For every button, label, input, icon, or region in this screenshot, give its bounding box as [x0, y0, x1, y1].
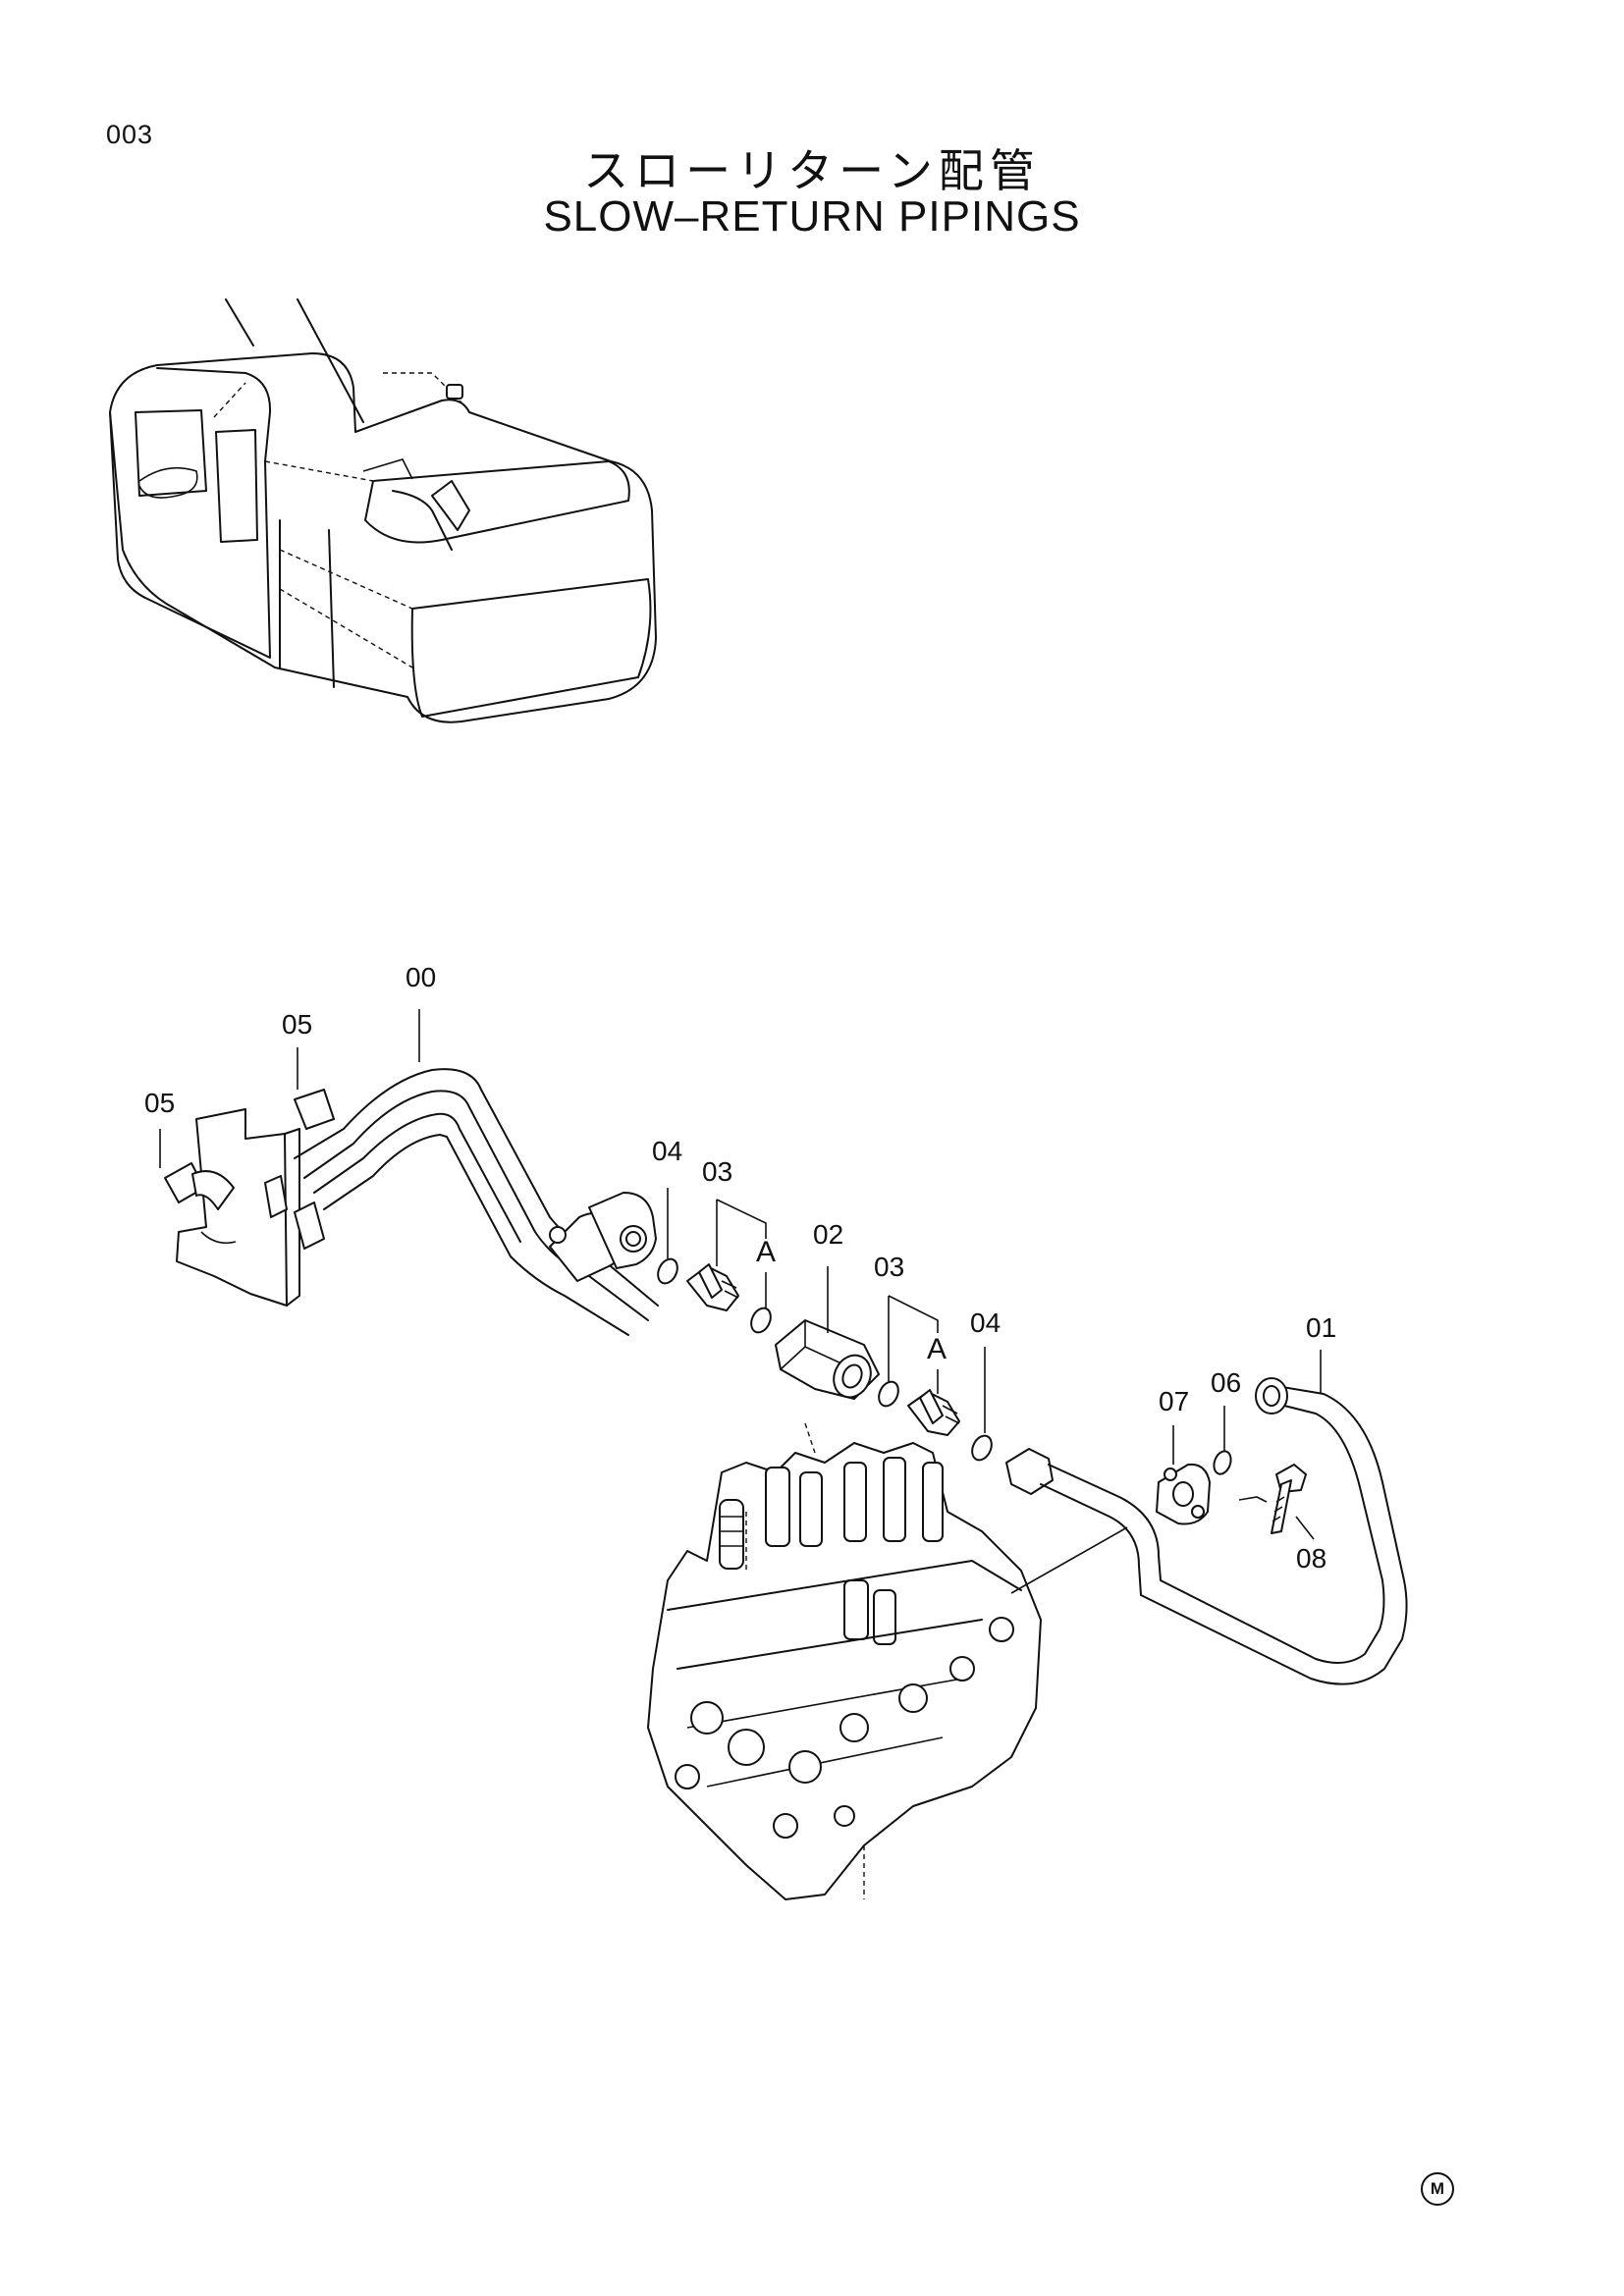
callout-04-right: 04 — [970, 1308, 1001, 1338]
callout-03-left: 03 — [702, 1156, 732, 1187]
page-number: 003 — [106, 120, 154, 149]
return-pipe-01 — [1005, 1377, 1408, 1685]
callout-01: 01 — [1306, 1312, 1336, 1343]
callout-08: 08 — [1296, 1543, 1326, 1574]
callout-03-right: 03 — [874, 1252, 904, 1282]
callout-04-left: 04 — [652, 1136, 682, 1166]
excavator-overview-illustration — [109, 298, 657, 723]
callout-07: 07 — [1159, 1386, 1189, 1416]
callout-05-left: 05 — [144, 1088, 175, 1118]
callout-05-upper: 05 — [282, 1009, 312, 1040]
hose-assembly-00 — [164, 1068, 659, 1336]
callout-06: 06 — [1211, 1367, 1241, 1398]
page-title-japanese: スローリターン配管 — [583, 144, 1041, 197]
callout-a-right: A — [927, 1333, 947, 1365]
callout-02: 02 — [813, 1219, 843, 1250]
check-valve-parts — [657, 1257, 993, 1462]
callout-00: 00 — [406, 962, 436, 992]
registered-mark-m: M — [1421, 2172, 1454, 2206]
callout-leaders — [159, 1009, 1322, 1540]
control-valve-illustration — [647, 1422, 1042, 1900]
page-title-english: SLOW–RETURN PIPINGS — [543, 192, 1081, 240]
callout-a-left: A — [756, 1236, 776, 1268]
